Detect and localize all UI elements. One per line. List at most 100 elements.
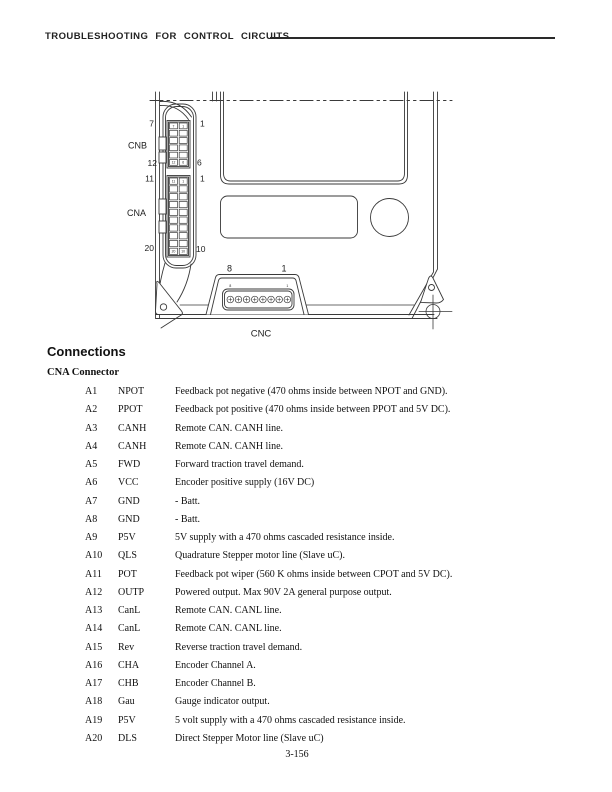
table-row: A3 CANH Remote CAN. CANH line. [85, 420, 585, 438]
table-row: A4 CANH Remote CAN. CANH line. [85, 438, 585, 456]
mount-tab-right [419, 275, 445, 304]
mount-hole-left [159, 303, 168, 311]
cnb-cell6-number: 6 [182, 161, 184, 165]
signal-description: - Batt. [175, 495, 200, 507]
cna-pin-table: A1 NPOT Feedback pot negative (470 ohms … [85, 383, 585, 748]
signal-description: Remote CAN. CANL line. [175, 623, 282, 635]
label-plate [220, 195, 358, 239]
cna-grid-frame-inner [168, 176, 189, 256]
signal-name: OUTP [118, 586, 145, 598]
cna-cell1-number: 1 [182, 179, 184, 183]
cnb-grid-frame-inner [168, 121, 189, 167]
pin-cell [169, 151, 178, 159]
pin-cell [169, 185, 178, 193]
pin-id: A17 [85, 678, 103, 689]
pin-cell [277, 297, 282, 302]
header-rule [270, 37, 555, 39]
signal-name: Gau [118, 696, 135, 708]
pin-id: A18 [85, 696, 103, 708]
pin-cell [236, 297, 241, 302]
pin-cell [234, 295, 243, 304]
table-row: A10 QLS Quadrature Stepper motor line (S… [85, 547, 585, 565]
signal-description: 5 volt supply with a 470 ohms cascaded r… [175, 714, 406, 726]
signal-name: DLS [118, 732, 137, 744]
pin-id: A1 [85, 386, 98, 397]
pin-cell [275, 295, 283, 304]
table-row: A20 DLS Direct Stepper Motor line (Slave… [85, 730, 585, 748]
pin-cell [169, 159, 178, 166]
signal-name: QLS [118, 550, 137, 562]
signal-description: Remote CAN. CANL line. [175, 605, 282, 616]
pin-cell [169, 144, 178, 152]
signal-description: Quadrature Stepper motor line (Slave uC)… [175, 550, 345, 562]
body-right-edge-inner [408, 91, 434, 316]
pin-cell [260, 297, 265, 302]
signal-name: CanL [118, 623, 141, 635]
connections-heading: Connections [47, 344, 126, 359]
housing-top-curve-inner [159, 105, 189, 120]
pin-cell [178, 122, 188, 130]
pin-cell [178, 247, 188, 255]
pin-id: A9 [85, 532, 98, 543]
table-row: A14 CanL Remote CAN. CANL line. [85, 620, 585, 638]
signal-name: VCC [118, 477, 139, 489]
cnc-tiny1-number: 1 [286, 284, 288, 288]
table-row: A19 P5V 5 volt supply with a 470 ohms ca… [85, 712, 585, 730]
pin-cell [169, 129, 178, 137]
signal-name: CANH [118, 440, 147, 452]
latch-tabs [158, 136, 167, 234]
cnc-bezel-inner [210, 277, 305, 315]
crosshair-hole [418, 294, 453, 330]
cna-pin11-label: 11 [145, 174, 154, 184]
table-row: A16 CHA Encoder Channel A. [85, 657, 585, 675]
pin-cell [242, 295, 251, 304]
pin-id: A16 [85, 659, 103, 671]
signal-description: Gauge indicator output. [175, 696, 270, 708]
cnb-pin12-label: 12 [148, 158, 158, 168]
cnc-connector-label: CNC [251, 329, 272, 340]
cnb-cell7-number: 7 [173, 124, 175, 128]
signal-name: P5V [118, 532, 136, 543]
table-row: A13 CanL Remote CAN. CANL line. [85, 602, 585, 620]
table-row: A11 POT Feedback pot wiper (560 K ohms i… [85, 566, 585, 584]
cna-latch-tab [158, 198, 167, 215]
signal-description: 5V supply with a 470 ohms cascaded resis… [175, 532, 395, 543]
top-plate-inner [223, 91, 405, 182]
pin-cell [169, 177, 178, 185]
signal-description: Direct Stepper Motor line (Slave uC) [175, 732, 324, 744]
pin-cell [283, 295, 292, 304]
cna-pin20-label: 20 [145, 243, 155, 253]
table-row: A15 Rev Reverse traction travel demand. [85, 639, 585, 657]
signal-name: CHA [118, 659, 140, 671]
table-row: A2 PPOT Feedback pot positive (470 ohms … [85, 401, 585, 419]
cnb-latch-tab [158, 136, 167, 151]
pin-cell [169, 224, 178, 232]
signal-description: Remote CAN. CANH line. [175, 422, 284, 434]
cna-grid [169, 177, 188, 255]
pin-id: A6 [85, 477, 98, 489]
cna-connector-label: CNA [127, 208, 146, 218]
cna-pin1-label: 1 [200, 174, 205, 184]
pin-cell [267, 295, 275, 304]
cna-connector-subheading: CNA Connector [47, 367, 120, 378]
pin-id: A13 [85, 605, 103, 616]
cnb-pin1-label: 1 [200, 119, 205, 129]
mount-tab-left-flange [160, 314, 183, 329]
pin-id: A19 [85, 714, 103, 726]
signal-description: Encoder positive supply (16V DC) [175, 477, 315, 489]
cnb-pin7-label: 7 [149, 119, 154, 129]
signal-name: GND [118, 513, 140, 525]
top-plate-outer [220, 91, 408, 185]
table-row: A18 Gau Gauge indicator output. [85, 693, 585, 711]
table-row: A1 NPOT Feedback pot negative (470 ohms … [85, 383, 585, 401]
housing-bottom-curve-right [176, 263, 192, 303]
signal-name: CanL [118, 605, 141, 616]
pin-cell [169, 193, 178, 201]
pin-cell [169, 201, 178, 209]
cna-cell20-number: 20 [172, 250, 176, 254]
cna-grid-frame-outer [166, 175, 191, 258]
cnc-pins [226, 295, 292, 304]
signal-description: Reverse traction travel demand. [175, 641, 303, 653]
pin-cell [228, 297, 233, 302]
